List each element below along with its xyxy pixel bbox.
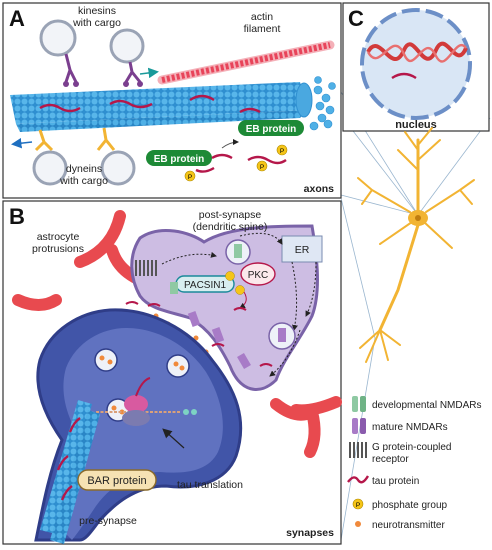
legend-item-mature-nmdars: mature NMDARs (352, 418, 448, 434)
panel-a: A (2, 2, 342, 199)
legend-label-gpcr-2: receptor (372, 454, 409, 465)
svg-text:P: P (188, 174, 192, 181)
panel-b: B astrocyte protrusions post-synapse (de… (2, 200, 342, 545)
astrocyte-protrusions (12, 210, 342, 458)
svg-text:P: P (356, 502, 360, 509)
nuclear-tau (391, 72, 417, 80)
svg-text:P: P (280, 148, 284, 155)
legend: developmental NMDARs mature NMDARs G pro… (347, 396, 482, 531)
microtubule (10, 82, 313, 132)
tau-on-microtubule (39, 94, 261, 114)
presynaptic-microtubule (40, 400, 100, 544)
kinesin-cargo-1 (39, 19, 79, 87)
pkc-label: PKC (248, 270, 269, 281)
pacsin1-label: PACSIN1 (184, 280, 226, 291)
legend-label-tau-protein: tau protein (372, 476, 419, 487)
tau-translation-label: tau translation (177, 479, 243, 491)
eb-protein-label-2: EB protein (154, 154, 205, 165)
svg-text:P: P (260, 164, 264, 171)
kinesins-label-1: kinesins (78, 5, 116, 17)
cleft-tau (125, 301, 273, 367)
neuron (357, 127, 475, 363)
legend-item-tau-protein: tau protein (347, 475, 419, 487)
dna-strand-2 (366, 44, 467, 63)
astrocyte-label-1: astrocyte (37, 231, 80, 243)
eb-protein-1: EB protein (238, 120, 304, 136)
panel-b-letter: B (9, 204, 25, 229)
panel-c-caption: nucleus (395, 119, 437, 131)
astrocyte-label-2: protrusions (32, 243, 84, 255)
dynein-direction-arrow (11, 137, 33, 149)
eb-protein-label-1: EB protein (246, 124, 297, 135)
legend-item-neurotransmitter: neurotransmitter (355, 520, 445, 531)
panel-a-caption: axons (304, 183, 335, 195)
legend-label-neurotransmitter: neurotransmitter (372, 520, 445, 531)
pre-synapse-label: pre-synapse (79, 515, 137, 527)
legend-label-gpcr: G protein-coupled (372, 442, 452, 453)
connector-lines (340, 91, 491, 541)
legend-label-phosphate: phosphate group (372, 500, 448, 511)
panel-c-letter: C (348, 6, 364, 31)
endoplasmic-reticulum: ER (281, 235, 323, 263)
legend-item-phosphate: P phosphate group (352, 498, 448, 511)
bar-protein: BAR protein (77, 469, 157, 491)
dyneins-label-2: with cargo (59, 175, 108, 187)
tau-translation-arrow (162, 428, 185, 449)
legend-item-developmental-nmdars: developmental NMDARs (352, 396, 482, 412)
kinesins-label-2: with cargo (72, 17, 121, 29)
eb-dissociation-arrow (221, 139, 239, 149)
kinesin-cargo-2 (109, 28, 145, 87)
phospho-tau-b: P (184, 166, 215, 182)
phospho-tau-a: P P (247, 144, 288, 172)
tau-translation-complex (96, 377, 197, 426)
legend-label-mature-nmdars: mature NMDARs (372, 422, 448, 433)
legend-label-developmental-nmdars: developmental NMDARs (372, 400, 482, 411)
panel-c: C nucleus (342, 2, 490, 132)
legend-item-gpcr: G protein-coupled receptor (349, 442, 452, 465)
panel-b-caption: synapses (286, 527, 334, 539)
bar-protein-label: BAR protein (87, 475, 146, 487)
post-nmdars (187, 311, 251, 370)
actin-label-1: actin (251, 11, 273, 23)
er-label: ER (295, 244, 310, 256)
pkc-enzyme: PKC (240, 262, 276, 286)
gpcr-receptor (135, 260, 157, 276)
panel-a-letter: A (9, 6, 25, 31)
actin-label-2: filament (244, 23, 281, 35)
nucleus-envelope (360, 8, 472, 120)
dynein-cargo-2 (96, 127, 136, 186)
dyneins-label-1: dyneins (66, 163, 102, 175)
eb-protein-2: EB protein (146, 150, 212, 166)
free-tubulin (309, 76, 336, 131)
post-synapse-label-2: (dendritic spine) (193, 221, 268, 233)
pacsin1-protein: PACSIN1 (175, 275, 235, 293)
kinesin-direction-arrow (139, 67, 159, 79)
dynein-cargo-1 (32, 129, 68, 186)
post-synapse-label-1: post-synapse (199, 209, 262, 221)
actin-filament (157, 40, 335, 85)
